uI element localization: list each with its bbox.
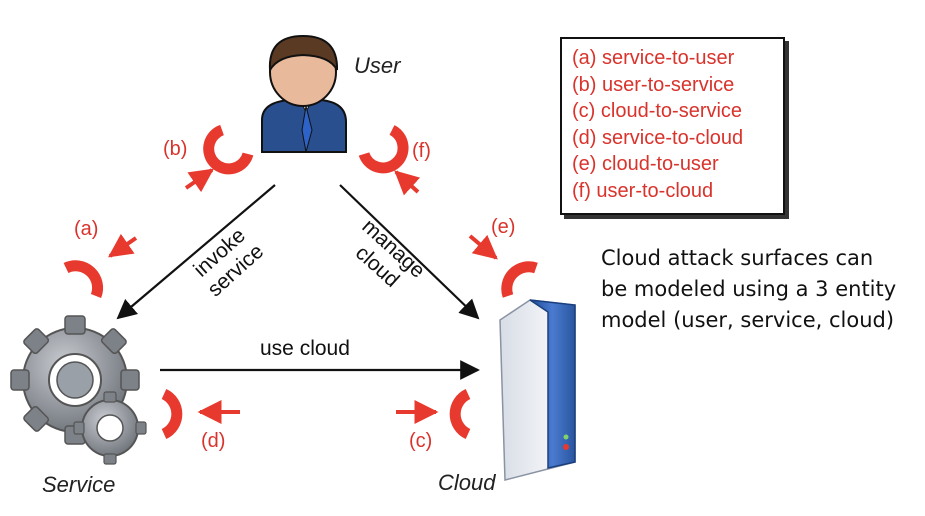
surface-label-f: (f) bbox=[412, 140, 431, 162]
legend-item-b: (b) user-to-service bbox=[572, 73, 735, 96]
caption-line-2: be modeled using a 3 entity bbox=[601, 277, 897, 301]
legend-item-c: (c) cloud-to-service bbox=[572, 100, 743, 122]
attack-surface-d bbox=[161, 389, 240, 439]
caption-line-1: Cloud attack surfaces can bbox=[601, 246, 874, 270]
node-label-user: User bbox=[354, 53, 401, 78]
attack-surface-c bbox=[396, 389, 471, 439]
surface-label-b: (b) bbox=[163, 138, 188, 160]
attack-surface-a bbox=[63, 233, 138, 299]
surface-label-a: (a) bbox=[74, 218, 99, 240]
edge-label-use-cloud: use cloud bbox=[260, 337, 350, 360]
attack-surface-e bbox=[468, 234, 538, 298]
legend-box: (a) service-to-user (b) user-to-service … bbox=[560, 37, 785, 215]
surface-label-d: (d) bbox=[201, 430, 226, 452]
server-icon bbox=[499, 299, 576, 481]
caption-text: Cloud attack surfaces can be modeled usi… bbox=[601, 243, 921, 336]
surface-label-e: (e) bbox=[491, 216, 516, 238]
surface-label-c: (c) bbox=[409, 430, 433, 452]
edge-user-to-service-arrow bbox=[116, 184, 276, 320]
legend-item-f: (f) user-to-cloud bbox=[572, 179, 714, 202]
attack-surface-b bbox=[184, 124, 254, 193]
node-label-service: Service bbox=[42, 472, 116, 497]
user-icon bbox=[261, 34, 347, 153]
attack-surface-f bbox=[358, 125, 421, 196]
legend-item-d: (d) service-to-cloud bbox=[572, 126, 744, 149]
edge-label-invoke-group: invoke service bbox=[189, 224, 268, 301]
node-label-cloud: Cloud bbox=[438, 470, 496, 495]
edge-user-to-cloud-arrow bbox=[339, 184, 480, 320]
edge-label-manage-group: manage cloud bbox=[351, 215, 429, 292]
caption-line-3: model (user, service, cloud) bbox=[601, 308, 895, 332]
legend-item-e: (e) cloud-to-user bbox=[572, 153, 719, 175]
legend-item-a: (a) service-to-user bbox=[572, 47, 735, 69]
gear-icon bbox=[10, 315, 147, 465]
